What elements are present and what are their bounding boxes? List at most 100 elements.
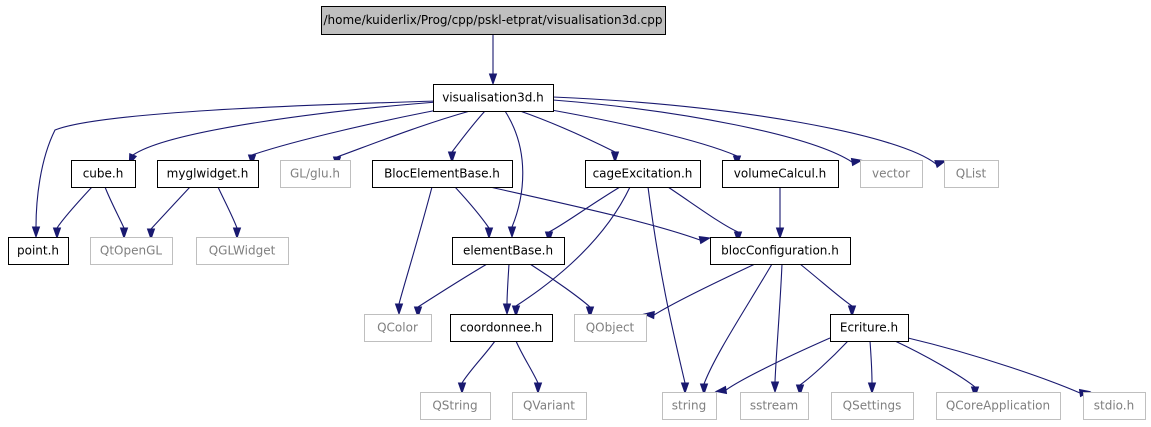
node-elementbase[interactable]: elementBase.h (452, 237, 565, 265)
edge-line (552, 96, 937, 165)
edge-cage-to-string (647, 186, 690, 395)
edge-cage-to-coord (511, 186, 631, 318)
node-label: /home/kuiderlix/Prog/cpp/pskl-etprat/vis… (324, 13, 663, 27)
node-qtopengl: QtOpenGL (90, 237, 173, 265)
edge-elementbase-to-coord (502, 263, 512, 316)
node-vis[interactable]: visualisation3d.h (433, 84, 554, 112)
node-sstream: sstream (740, 392, 809, 420)
node-root[interactable]: /home/kuiderlix/Prog/cpp/pskl-etprat/vis… (321, 6, 666, 35)
arrowhead (502, 303, 512, 316)
edge-myglwidget-to-qglwidget (217, 186, 242, 240)
edge-line (506, 263, 510, 305)
node-label: QtOpenGL (100, 244, 163, 258)
edge-line (869, 340, 873, 384)
edge-volume-to-blocconf (775, 187, 785, 240)
node-myglwidget[interactable]: myglwidget.h (157, 160, 259, 188)
edge-line (548, 186, 621, 233)
nodes-layer: /home/kuiderlix/Prog/cpp/pskl-etprat/vis… (8, 6, 1146, 420)
node-box (944, 160, 999, 188)
node-label: GL/glu.h (290, 167, 340, 181)
node-label: sstream (750, 399, 798, 413)
edge-vis-to-bloceb (447, 110, 486, 164)
arrowhead (680, 382, 690, 395)
edge-vis-to-myglwidget (247, 103, 471, 167)
node-box (71, 160, 136, 188)
arrowhead (698, 235, 712, 245)
node-box (364, 314, 432, 342)
arrowhead (119, 227, 129, 240)
edge-line (132, 100, 451, 156)
node-box (196, 237, 289, 265)
node-qsettings: QSettings (831, 392, 914, 420)
node-box (662, 392, 717, 420)
node-qcoreapp: QCoreApplication (936, 392, 1061, 420)
edge-myglwidget-to-qtopengl (146, 186, 191, 241)
node-coord[interactable]: coordonnee.h (450, 314, 553, 342)
edge-line (150, 186, 191, 230)
node-glu: GL/glu.h (280, 160, 351, 188)
node-qcolor: QColor (364, 314, 432, 342)
node-box (831, 392, 914, 420)
edge-ecriture-to-string (714, 337, 831, 395)
node-label: cageExcitation.h (593, 167, 693, 181)
arrowhead (770, 381, 780, 394)
edge-line (647, 186, 686, 384)
edge-line (454, 186, 490, 229)
node-ecriture[interactable]: Ecriture.h (830, 314, 909, 342)
edge-blocconf-to-qobject (642, 263, 756, 320)
edge-line (894, 340, 976, 388)
node-volume[interactable]: volumeCalcul.h (722, 160, 839, 188)
node-cage[interactable]: cageExcitation.h (585, 160, 701, 188)
node-qobject: QObject (574, 314, 647, 342)
arrowhead (511, 305, 521, 318)
node-string: string (662, 392, 717, 420)
edge-cube-to-qtopengl (104, 186, 129, 240)
edge-line (504, 110, 524, 228)
node-box (1083, 392, 1146, 420)
edge-line (799, 263, 853, 307)
edge-blocconf-to-string (699, 263, 773, 396)
node-cube[interactable]: cube.h (71, 160, 136, 188)
arrowhead (52, 227, 62, 240)
node-box (450, 314, 553, 342)
node-label: elementBase.h (463, 244, 553, 258)
node-qglwidget: QGLWidget (196, 237, 289, 265)
node-label: volumeCalcul.h (734, 167, 826, 181)
node-label: QCoreApplication (946, 399, 1050, 413)
node-box (710, 237, 851, 265)
node-box (420, 392, 491, 420)
arrowhead (585, 306, 595, 319)
edge-cage-to-blocconf (667, 186, 743, 244)
edge-line (398, 186, 433, 305)
node-qlist: QList (944, 160, 999, 188)
edge-vis-to-glu (332, 110, 471, 169)
edge-line (489, 186, 701, 241)
node-bloceb[interactable]: BlocElementBase.h (372, 160, 513, 188)
node-vector: vector (860, 160, 923, 188)
node-box (860, 160, 923, 188)
arrowhead (507, 226, 517, 239)
arrowhead (457, 382, 467, 395)
edge-vis-to-qlist (552, 96, 947, 169)
arrowhead (413, 306, 423, 319)
node-box (452, 237, 565, 265)
edge-line (725, 337, 831, 391)
edge-root-to-vis (488, 33, 498, 86)
arrowhead (847, 305, 857, 318)
arrowhead (146, 228, 156, 241)
edge-line (461, 340, 496, 384)
node-label: myglwidget.h (167, 167, 249, 181)
arrowhead (850, 157, 864, 167)
node-box (936, 392, 1061, 420)
node-label: Ecriture.h (840, 321, 898, 335)
edge-vis-to-elementbase (504, 110, 524, 239)
edge-bloceb-to-qcolor (394, 186, 433, 316)
edge-line (653, 263, 756, 316)
node-box (512, 392, 587, 420)
edge-blocconf-to-sstream (770, 263, 783, 394)
arrowhead (775, 227, 785, 240)
node-point[interactable]: point.h (8, 237, 69, 265)
node-blocconf[interactable]: blocConfiguration.h (710, 237, 851, 265)
node-label: visualisation3d.h (442, 91, 544, 105)
